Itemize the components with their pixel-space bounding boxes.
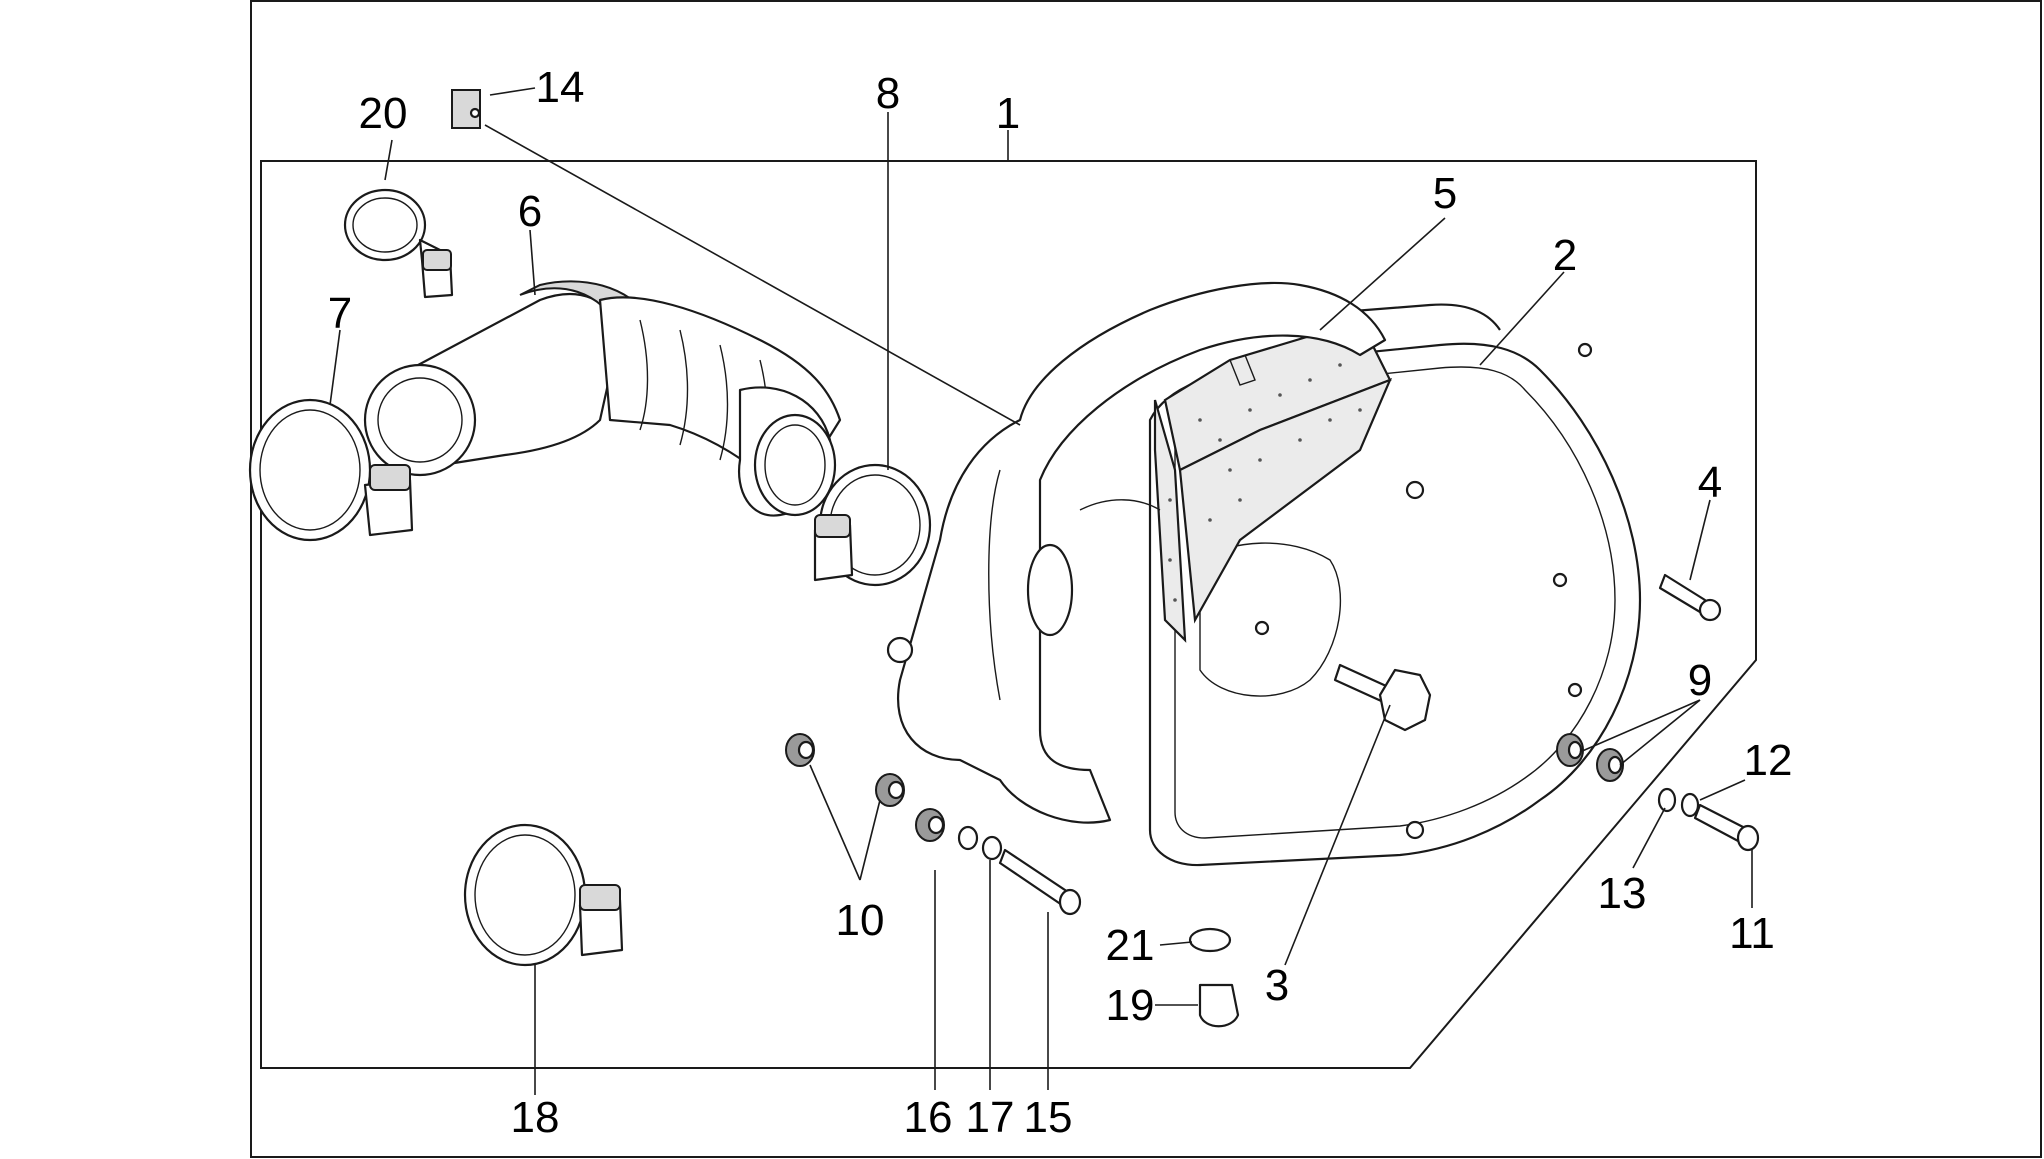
label-18: 18 — [511, 1093, 560, 1142]
grommets-9 — [1556, 733, 1624, 782]
label-2: 2 — [1553, 231, 1577, 280]
label-19: 19 — [1106, 981, 1155, 1030]
screw-4 — [1658, 573, 1722, 622]
label-16: 16 — [904, 1093, 953, 1142]
knob-3 — [1333, 663, 1432, 732]
hose-clamp-18 — [463, 823, 624, 967]
label-4: 4 — [1698, 458, 1722, 507]
foam-filter-element — [1153, 328, 1393, 643]
bolt-washers-15-17 — [957, 825, 1082, 916]
bolt-washers-11-13 — [1657, 787, 1760, 852]
label-12: 12 — [1744, 736, 1793, 785]
label-6: 6 — [518, 187, 542, 236]
label-1: 1 — [996, 89, 1020, 138]
hose-clamp-8 — [813, 463, 932, 587]
label-17: 17 — [966, 1093, 1015, 1142]
grommets-10 — [785, 733, 945, 842]
callout-labels: 1 2 3 4 5 6 7 8 9 10 11 12 13 14 15 16 1… — [328, 63, 1793, 1142]
label-8: 8 — [876, 69, 900, 118]
label-5: 5 — [1433, 169, 1457, 218]
label-20: 20 — [359, 89, 408, 138]
label-13: 13 — [1598, 869, 1647, 918]
label-9: 9 — [1688, 656, 1712, 705]
label-3: 3 — [1265, 961, 1289, 1010]
leader-lines — [329, 87, 1753, 1095]
label-15: 15 — [1024, 1093, 1073, 1142]
assembly-boundary — [260, 160, 1757, 1069]
intake-duct — [363, 280, 842, 517]
filter-housing-cover — [886, 281, 1387, 824]
label-21: 21 — [1106, 921, 1155, 970]
clip-nut-14 — [451, 89, 481, 129]
label-11: 11 — [1729, 909, 1775, 958]
label-7: 7 — [328, 289, 352, 338]
outer-frame — [250, 0, 2042, 1158]
drain-cap-19-21 — [1188, 927, 1240, 1028]
hose-clamp-20 — [343, 188, 454, 299]
label-14: 14 — [536, 63, 585, 112]
label-10: 10 — [836, 896, 885, 945]
hose-clamp-7 — [248, 398, 414, 542]
foam-texture — [1168, 363, 1362, 602]
